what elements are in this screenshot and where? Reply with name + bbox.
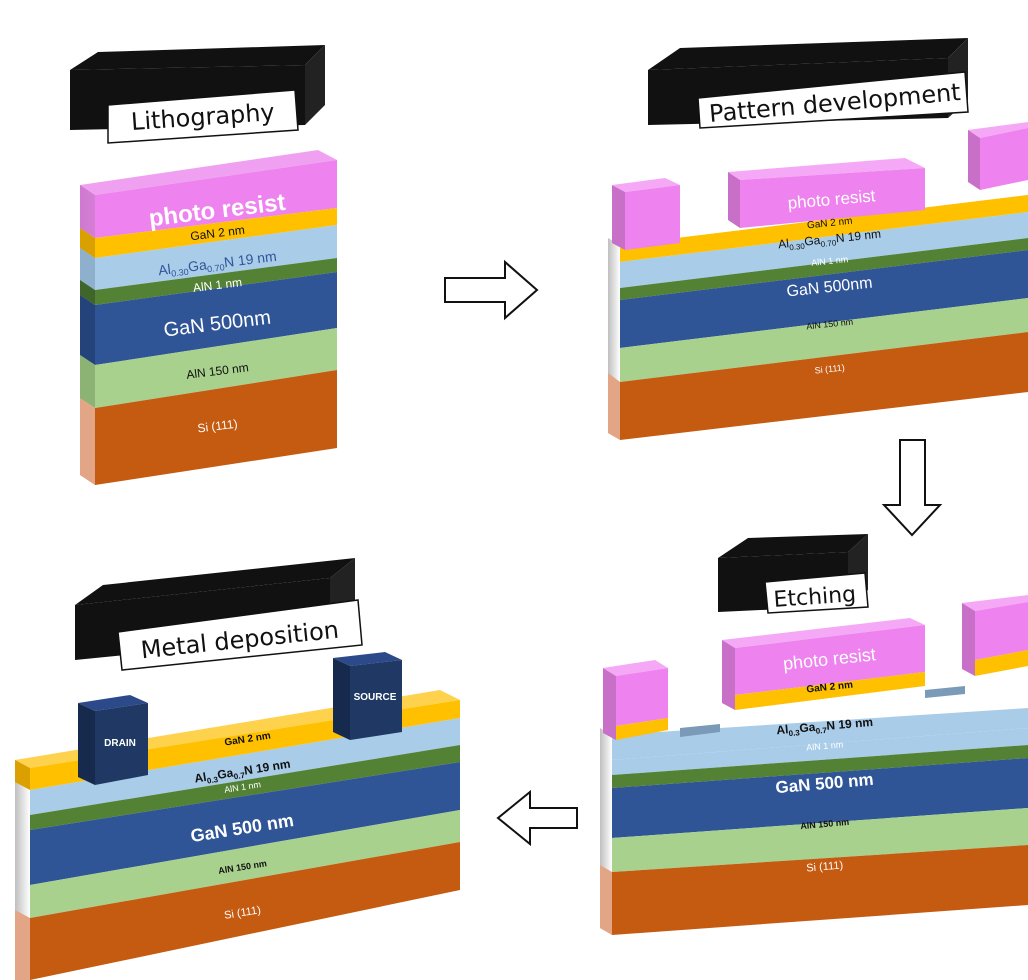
panel-lithography: Lithography photo resist GaN 2 nm: [70, 45, 337, 485]
metal-title-plaque: Metal deposition: [75, 558, 363, 671]
gan500-layer: [95, 272, 337, 365]
aln1-layer: [612, 745, 1028, 788]
algan-layer: [620, 212, 1028, 288]
arrow-left-icon: [496, 789, 578, 847]
aln150-layer: [95, 328, 337, 408]
lithography-si-label: Si (111): [197, 417, 239, 436]
resist-block-right: [980, 128, 1028, 190]
aln150-layer: [30, 810, 460, 918]
lithography-stack: photo resist GaN 2 nm Al0.30Ga0.70N 19 n…: [80, 150, 337, 485]
gan500-layer: [620, 250, 1028, 348]
pattern-si-label: Si (111): [814, 362, 845, 375]
etching-gan2-label: GaN 2 nm: [806, 680, 854, 696]
resist-layer: [95, 160, 337, 238]
si-layer: [612, 845, 1028, 935]
panel-metal-deposition: Metal deposition DRAIN SOURCE Ga: [15, 558, 460, 980]
panel-etching: Etching: [600, 534, 1028, 935]
etching-aln150-label: AlN 150 nm: [800, 817, 850, 831]
etching-title-plaque: Etching: [718, 534, 869, 614]
metal-drain-label: DRAIN: [104, 738, 136, 749]
aln150-layer: [612, 808, 1028, 872]
lithography-aln1-label: AlN 1 nm: [192, 275, 243, 295]
resist-block-left: [625, 185, 680, 250]
aln1-layer: [620, 238, 1028, 300]
algan-layer: [30, 718, 460, 815]
resist-pillar-left: [616, 668, 668, 726]
resist-block-center: [740, 168, 925, 228]
etching-stack: photo resist GaN 2 nm Al0.3Ga0.7N 19 nm …: [600, 595, 1028, 935]
drain-contact: [95, 703, 148, 785]
aln150-layer: [620, 298, 1028, 382]
metal-si-label: Si (111): [223, 904, 261, 922]
metal-stack: DRAIN SOURCE GaN 2 nm Al0.3Ga0.7N 19 nm …: [15, 652, 460, 980]
si-layer: [620, 332, 1028, 440]
si-layer: [30, 842, 460, 980]
algan-layer: [95, 225, 337, 290]
lithography-algan-label: Al0.30Ga0.70N 19 nm: [157, 248, 277, 280]
lithography-gan2-label: GaN 2 nm: [190, 223, 246, 244]
etching-algan-label: Al0.3Ga0.7N 19 nm: [776, 715, 874, 739]
gan2-layer: [620, 195, 1028, 262]
resist-top-face: [80, 150, 337, 195]
panel-pattern-development: Pattern development photo resist: [608, 38, 1028, 440]
gan500-layer: [30, 762, 460, 885]
etching-si-label: Si (111): [806, 859, 844, 874]
etching-aln1-label: AlN 1 nm: [806, 739, 844, 752]
lithography-title-plaque: Lithography: [70, 45, 325, 144]
si-layer: [95, 370, 337, 485]
arrow-down-icon: [881, 439, 943, 537]
pattern-stack: photo resist GaN 2 nm Al0.30Ga0.70N 19 n…: [608, 122, 1028, 440]
resist-pillar-center: [735, 625, 925, 695]
algan-layer: [612, 708, 1028, 760]
metal-source-label: SOURCE: [354, 692, 397, 703]
pattern-gan2-label: GaN 2 nm: [806, 216, 852, 232]
pattern-aln1-label: AlN 1 nm: [811, 254, 849, 268]
arrow-right-icon: [444, 259, 539, 321]
etching-title: Etching: [773, 582, 857, 613]
pattern-title-plaque: Pattern development: [648, 38, 969, 129]
pattern-aln150-label: AlN 150 nm: [806, 317, 854, 332]
aln1-layer: [95, 258, 337, 305]
source-contact: [350, 660, 402, 740]
aln1-layer: [30, 745, 460, 830]
gan2-layer: [95, 208, 337, 258]
resist-pillar-right: [975, 602, 1028, 660]
pattern-algan-label: Al0.30Ga0.70N 19 nm: [778, 227, 882, 254]
gan500-layer: [612, 758, 1028, 838]
